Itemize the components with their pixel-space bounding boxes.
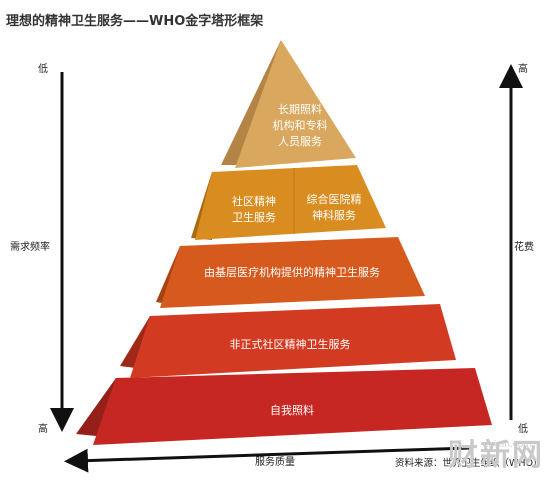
tier-second-right-label-1: 综合医院精 xyxy=(307,192,362,206)
bottom-axis-arrow xyxy=(64,446,471,473)
tier-second xyxy=(191,165,386,240)
tier-bottom-label: 自我照料 xyxy=(270,403,314,417)
tier-second-right-label-2: 神科服务 xyxy=(312,208,356,222)
tier-top-label-1: 长期照料 xyxy=(278,102,322,116)
tier-fourth-label: 非正式社区精神卫生服务 xyxy=(230,337,351,351)
tier-second-left-label-2: 卫生服务 xyxy=(232,210,276,224)
source-note: 资料来源：世界卫生组织（WHO） xyxy=(395,458,543,469)
tier-second-left-label-1: 社区精神 xyxy=(232,194,276,208)
watermark-logo: 财新网 xyxy=(448,438,544,473)
tier-informal-community xyxy=(120,304,456,378)
tier-top-label-3: 人员服务 xyxy=(278,135,322,148)
tier-top xyxy=(221,40,356,168)
right-axis-bottom-label: 低 xyxy=(518,424,528,435)
tier-primary-care xyxy=(156,237,425,308)
tier-self-care xyxy=(76,368,492,445)
bottom-axis-label: 服务质量 xyxy=(255,457,295,468)
right-axis-middle-label: 花费 xyxy=(514,242,534,253)
right-axis-top-label: 高 xyxy=(518,64,528,75)
left-axis-top-label: 低 xyxy=(38,64,48,75)
left-axis-middle-label: 需求频率 xyxy=(10,242,50,253)
page-title: 理想的精神卫生服务——WHO金字塔形框架 xyxy=(6,14,264,29)
tier-top-label-2: 机构和专科 xyxy=(273,118,328,132)
watermark-sub: caixin.com xyxy=(483,440,532,450)
tier-third-label: 由基层医疗机构提供的精神卫生服务 xyxy=(204,265,380,279)
left-axis-bottom-label: 高 xyxy=(38,424,48,435)
